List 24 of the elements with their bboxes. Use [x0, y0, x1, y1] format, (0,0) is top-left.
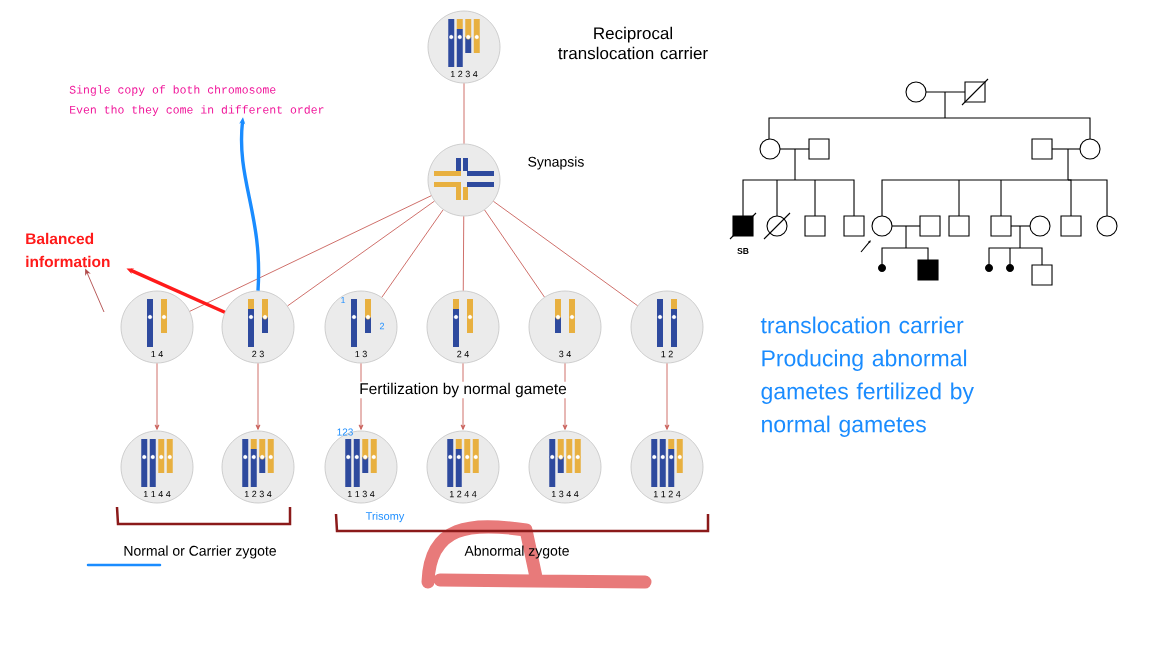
arrow: [154, 362, 160, 430]
arrow: [664, 362, 670, 430]
group-label: Abnormal zygote: [464, 545, 569, 559]
handwritten-number: 123: [337, 428, 353, 436]
connector-line: [463, 82, 465, 145]
connector-line: [381, 209, 444, 298]
arrow: [255, 362, 261, 430]
heading: Reciprocal translocation carrier: [558, 26, 708, 60]
annotation-text: Balanced information: [26, 232, 110, 268]
handwritten-note: Trisomy: [365, 511, 405, 523]
connector-line: [189, 195, 432, 312]
arrow: [85, 269, 105, 313]
connector-line: [484, 209, 545, 298]
handwritten-number: 2: [379, 322, 385, 330]
group-label: Normal or Carrier zygote: [124, 545, 276, 559]
connector-line: [287, 200, 435, 307]
connector-line: [493, 200, 638, 307]
handwritten-note: translocation carrier Producing abnormal gametes fertilized by normal gametes: [760, 316, 974, 437]
stage-label: Fertilization by normal gamete: [358, 381, 568, 399]
handwritten-number: 1: [341, 296, 346, 304]
annotation-text: Single copy of both chromosome Even tho they come in different order: [69, 85, 324, 116]
heading: Synapsis: [528, 156, 584, 170]
connector-line: [462, 215, 465, 292]
pedigree-label: SB: [737, 248, 749, 254]
